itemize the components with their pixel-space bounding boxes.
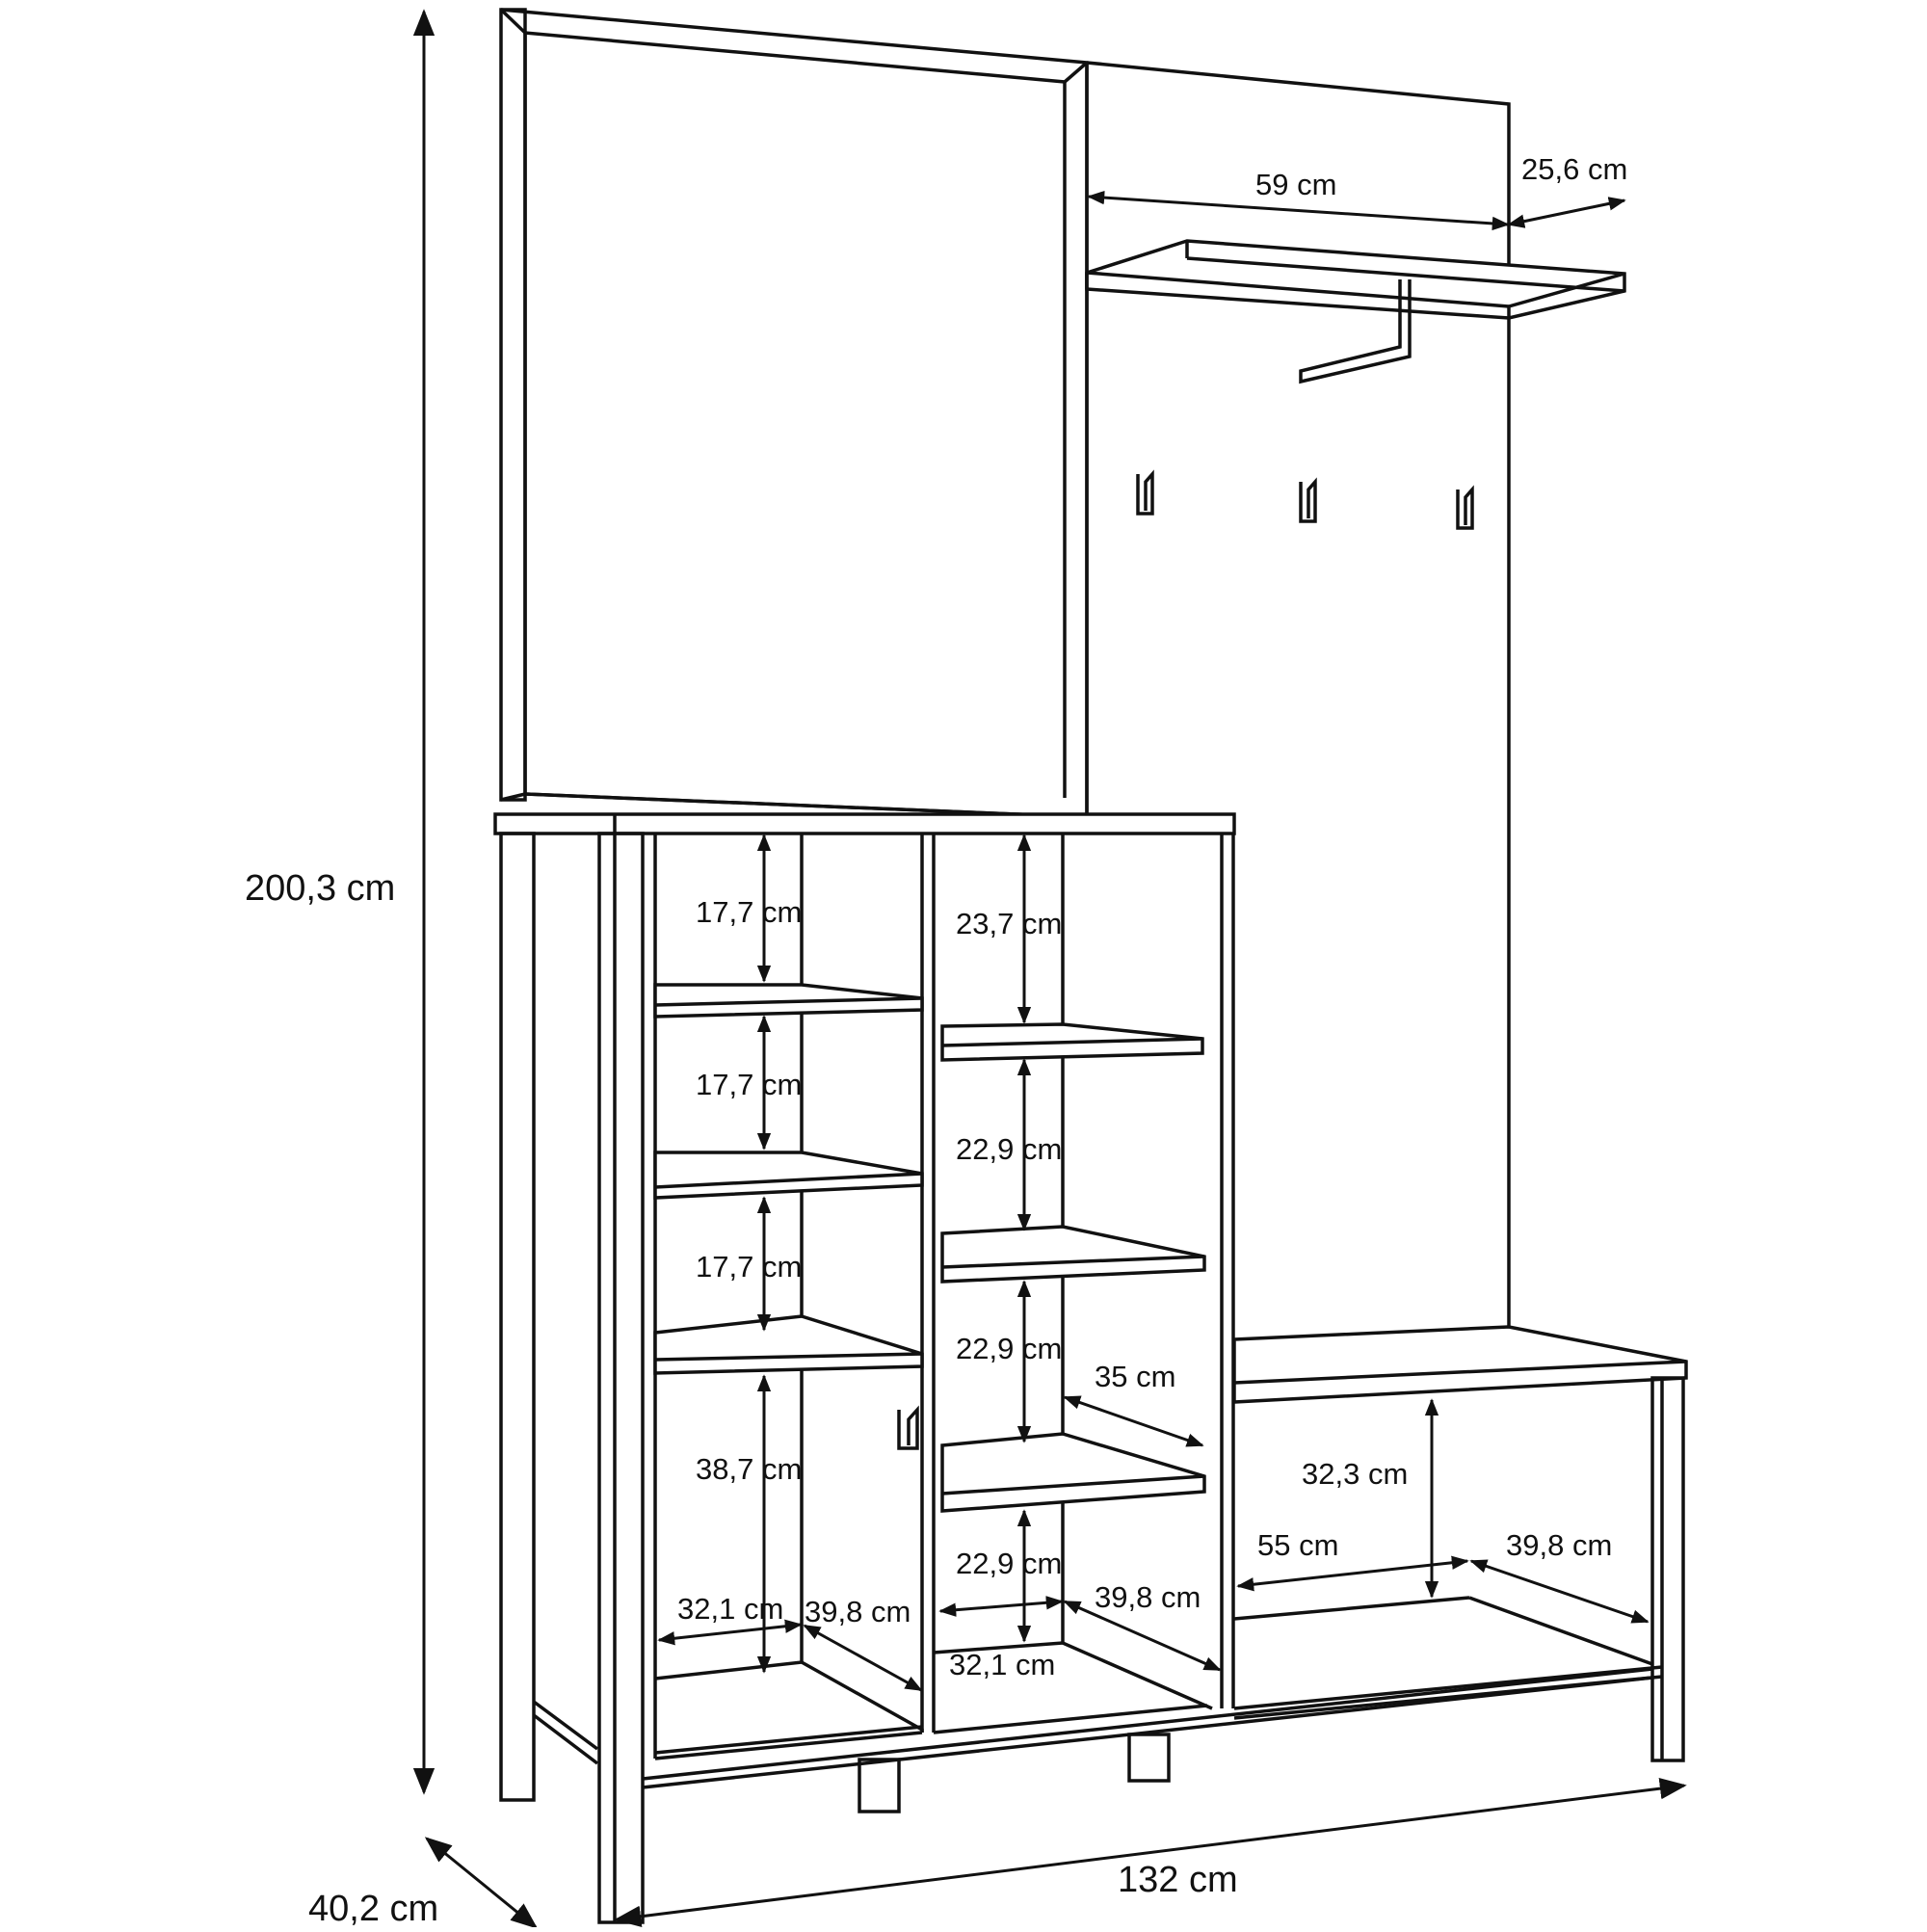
label-mid-inner-width: 32,1 cm <box>949 1648 1055 1681</box>
label-bench-height: 32,3 cm <box>1302 1457 1408 1491</box>
left-side-panel <box>499 832 599 1802</box>
label-top-shelf-depth: 25,6 cm <box>1521 152 1627 186</box>
hat-shelf <box>1085 239 1626 320</box>
label-overall-height: 200,3 cm <box>245 868 395 909</box>
label-mid-4: 22,9 cm <box>956 1547 1062 1580</box>
left-shelves <box>653 983 924 1375</box>
label-left-inner-depth: 39,8 cm <box>805 1595 911 1628</box>
dimension-labels: 200,3 cm 40,2 cm 132 cm 59 cm 25,6 cm 17… <box>245 152 1627 1929</box>
base <box>642 1667 1653 1789</box>
label-bench-width: 55 cm <box>1257 1528 1338 1562</box>
bench-right-leg <box>1650 1376 1685 1762</box>
coat-panel <box>1085 61 1511 1327</box>
label-top-shelf-width: 59 cm <box>1255 168 1336 201</box>
label-overall-depth: 40,2 cm <box>308 1889 438 1927</box>
furniture-outline <box>493 8 1688 1924</box>
middle-shelves <box>940 1022 1206 1513</box>
label-mid-1: 23,7 cm <box>956 907 1062 940</box>
label-bench-depth: 39,8 cm <box>1506 1528 1612 1562</box>
door-handle <box>897 1405 919 1450</box>
label-left-lower: 38,7 cm <box>696 1452 802 1486</box>
label-mid-2: 22,9 cm <box>956 1132 1062 1166</box>
front-left-post <box>597 832 645 1924</box>
left-compartment <box>653 834 936 1760</box>
bench <box>1232 1325 1688 1720</box>
label-mid-3: 22,9 cm <box>956 1332 1062 1365</box>
hanging-rail <box>1299 279 1412 384</box>
label-mid-shelf-depth: 35 cm <box>1095 1360 1175 1393</box>
label-left-upper-3: 17,7 cm <box>696 1250 802 1284</box>
label-left-upper-2: 17,7 cm <box>696 1068 802 1101</box>
label-left-inner-width: 32,1 cm <box>677 1592 783 1626</box>
coat-hooks <box>1136 469 1474 530</box>
label-overall-width: 132 cm <box>1118 1860 1238 1900</box>
mirror <box>499 8 1089 819</box>
label-left-upper-1: 17,7 cm <box>696 895 802 929</box>
label-mid-inner-depth: 39,8 cm <box>1095 1580 1201 1614</box>
dimension-lines <box>412 9 1687 1929</box>
cabinet-top <box>493 812 1236 835</box>
